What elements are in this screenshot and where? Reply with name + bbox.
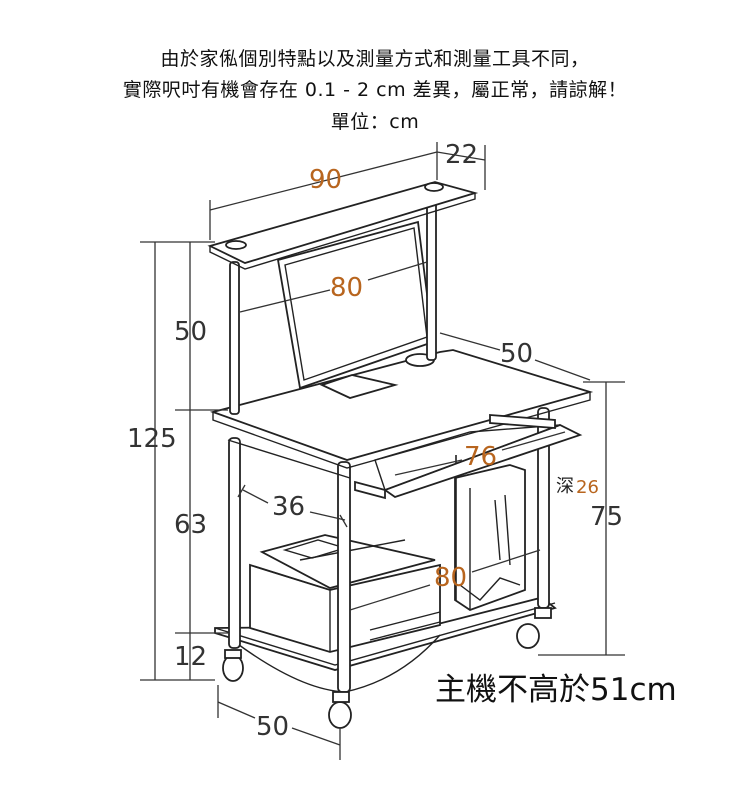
desktop-surface [209, 349, 594, 461]
leg-front-left [228, 437, 241, 649]
dim-total-height: 125 [127, 424, 177, 454]
dimension-lines [140, 142, 625, 760]
dim-top-shelf-depth: 22 [445, 140, 478, 170]
leg-front-middle [337, 461, 351, 693]
upper-post-right [426, 199, 437, 361]
dim-bottom-shelf-width: 80 [434, 563, 467, 593]
dim-top-shelf-width: 90 [309, 165, 342, 195]
pc-tower-illustration [454, 464, 526, 612]
caster-wheels [222, 607, 552, 729]
keyboard-tray [354, 414, 583, 500]
dim-base-depth: 50 [256, 712, 289, 742]
dim-upper-height: 50 [174, 317, 207, 347]
dim-keyboard-tray-width: 76 [464, 442, 497, 472]
dim-keyboard-tray-depth-label: 深 [556, 476, 574, 497]
notice-line-2: 實際呎吋有機會存在 0.1 - 2 cm 差異，屬正常，請諒解！ [122, 79, 628, 101]
dim-lower-height: 63 [174, 510, 207, 540]
dim-desk-height: 75 [590, 502, 623, 532]
dim-monitor-width: 80 [330, 273, 363, 303]
notice-line-1: 由於家俬個別特點以及測量方式和測量工具不同， [160, 48, 590, 70]
dimension-labels: 90 22 80 50 50 125 63 12 76 深 26 75 36 8… [127, 140, 677, 742]
desk-illustration [207, 181, 594, 729]
dim-bottom-clearance: 12 [174, 642, 207, 672]
dim-printer-space: 36 [272, 492, 305, 522]
pc-height-note: 主機不高於51cm [435, 672, 677, 708]
dim-desk-depth: 50 [500, 339, 533, 369]
dim-keyboard-tray-depth: 26 [576, 477, 599, 498]
unit-label: 單位：cm [330, 111, 420, 133]
upper-post-left [229, 261, 240, 415]
